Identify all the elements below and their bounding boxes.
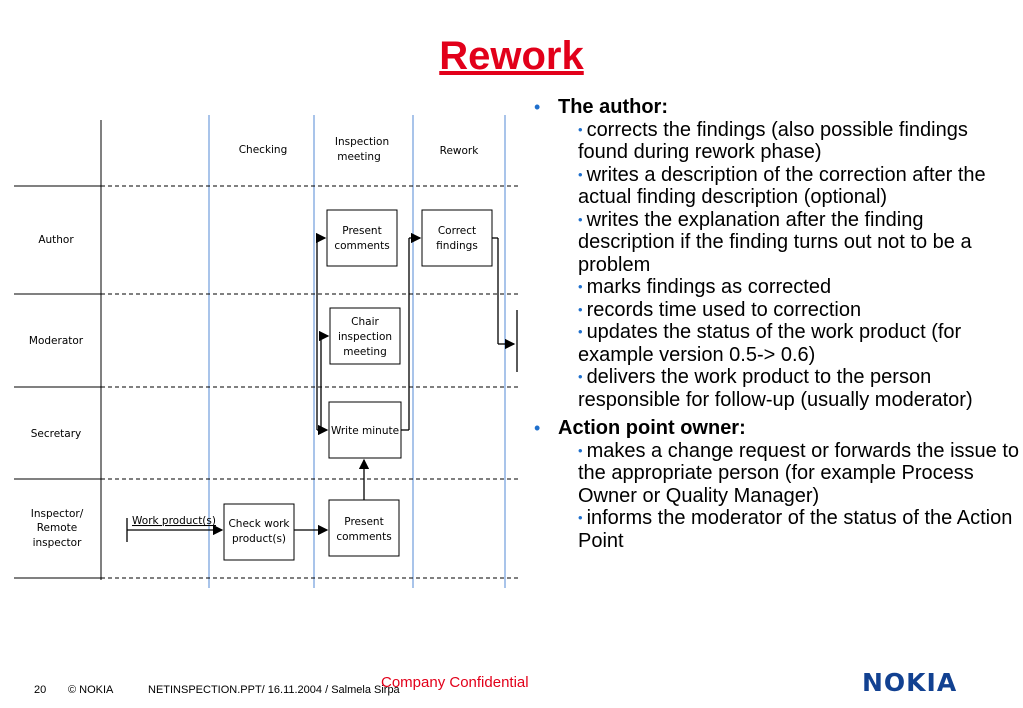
row-author: Author — [38, 234, 74, 246]
row-moderator: Moderator — [29, 335, 84, 347]
author-heading: The author: — [558, 96, 668, 118]
list-item: •corrects the findings (also possible fi… — [578, 118, 968, 164]
page-number: 20 — [34, 684, 47, 696]
box-chair-meeting — [329, 307, 401, 365]
row-inspector2: inspector — [33, 537, 82, 549]
chair-line2: inspection — [338, 331, 392, 343]
owner-list: •makes a change request or forwards the … — [558, 440, 1020, 553]
list-item: •updates the status of the work product … — [578, 321, 962, 366]
column-inspection: Inspection — [335, 136, 389, 148]
present2-line2: comments — [336, 531, 391, 543]
list-item: •marks findings as corrected — [578, 276, 832, 298]
column-checking: Checking — [239, 144, 288, 156]
list-item: •delivers the work product to the person… — [578, 366, 973, 411]
bullet-content: The author: •corrects the findings (also… — [530, 96, 1020, 552]
present1-line1: Present — [342, 225, 381, 237]
owner-section: Action point owner: •makes a change requ… — [530, 417, 1020, 552]
list-item: •informs the moderator of the status of … — [578, 507, 1013, 552]
list-item: •writes a description of the correction … — [578, 163, 986, 209]
process-diagram: Checking Inspection meeting Rework Autho… — [14, 115, 518, 588]
list-item: •writes the explanation after the findin… — [578, 208, 972, 276]
column-meeting: meeting — [337, 151, 381, 163]
list-item: •makes a change request or forwards the … — [578, 439, 1020, 507]
author-section: The author: •corrects the findings (also… — [530, 96, 1020, 411]
box-present-comments-inspector — [328, 499, 400, 557]
column-rework: Rework — [440, 145, 480, 157]
copyright: © NOKIA — [68, 684, 114, 696]
row-remote: Remote — [37, 522, 78, 534]
box-write-minute — [328, 401, 402, 459]
list-item: •records time used to correction — [578, 298, 862, 321]
footer: 20 © NOKIA NETINSPECTION.PPT/ 16.11.2004… — [0, 672, 1023, 708]
chair-line3: meeting — [343, 346, 387, 358]
author-list: •corrects the findings (also possible fi… — [558, 119, 1020, 412]
chair-line1: Chair — [351, 316, 379, 328]
correct-line1: Correct — [438, 225, 476, 237]
file-info: NETINSPECTION.PPT/ 16.11.2004 / Salmela … — [148, 684, 400, 696]
check-line1: Check work — [228, 518, 290, 530]
check-line2: product(s) — [232, 533, 286, 545]
box-correct-findings — [421, 209, 493, 267]
nokia-logo: NOKIA — [862, 668, 958, 697]
work-product-label: Work product(s) — [132, 515, 216, 527]
write-minute-text: Write minute — [331, 425, 399, 437]
correct-line2: findings — [436, 240, 478, 252]
row-secretary: Secretary — [31, 428, 82, 440]
slide-title: Rework — [439, 34, 584, 78]
owner-heading: Action point owner: — [558, 417, 746, 439]
box-present-comments-author — [326, 209, 398, 267]
confidential-label: Company Confidential — [381, 674, 529, 691]
present1-line2: comments — [334, 240, 389, 252]
box-check-work — [223, 503, 295, 561]
present2-line1: Present — [344, 516, 383, 528]
row-inspector: Inspector/ — [31, 508, 84, 520]
